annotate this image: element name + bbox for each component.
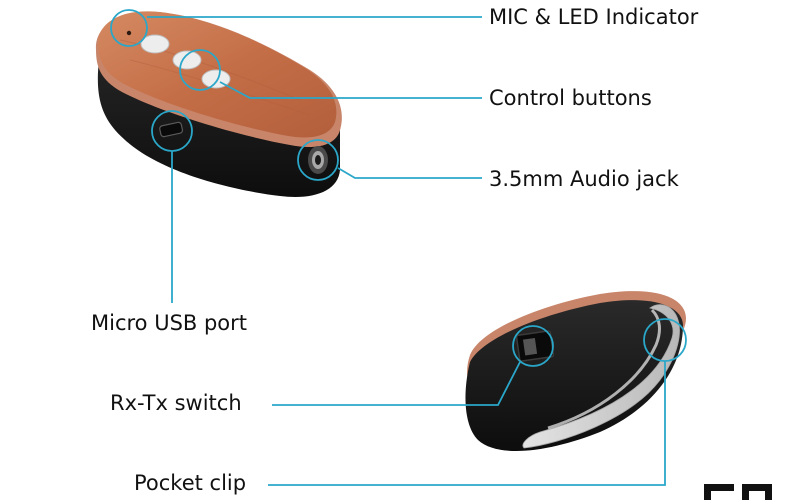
label-pocket-clip: Pocket clip <box>134 471 247 495</box>
device-rear-view <box>465 291 686 452</box>
brand-logo-icon <box>704 484 772 500</box>
label-audio-jack: 3.5mm Audio jack <box>489 167 679 191</box>
pocket-clip <box>522 304 680 449</box>
control-button-1[interactable] <box>140 34 170 54</box>
callout-line-clip <box>268 361 666 486</box>
label-rx-tx-switch: Rx-Tx switch <box>110 391 242 415</box>
device-front-view <box>95 11 342 197</box>
callout-line-jack <box>337 167 482 179</box>
micro-usb-port <box>159 121 184 138</box>
mic-hole <box>126 30 132 36</box>
callout-line-rxtx <box>272 361 521 406</box>
callout-line-buttons <box>219 81 482 99</box>
callout-circle-mic <box>110 9 148 47</box>
callouts <box>110 9 687 486</box>
label-mic-led-indicator: MIC & LED Indicator <box>489 5 699 29</box>
callout-circle-buttons <box>179 49 221 91</box>
callout-circle-jack <box>297 139 339 181</box>
label-control-buttons: Control buttons <box>489 86 652 110</box>
callout-circle-rxtx <box>512 325 554 367</box>
label-micro-usb-port: Micro USB port <box>91 311 248 335</box>
